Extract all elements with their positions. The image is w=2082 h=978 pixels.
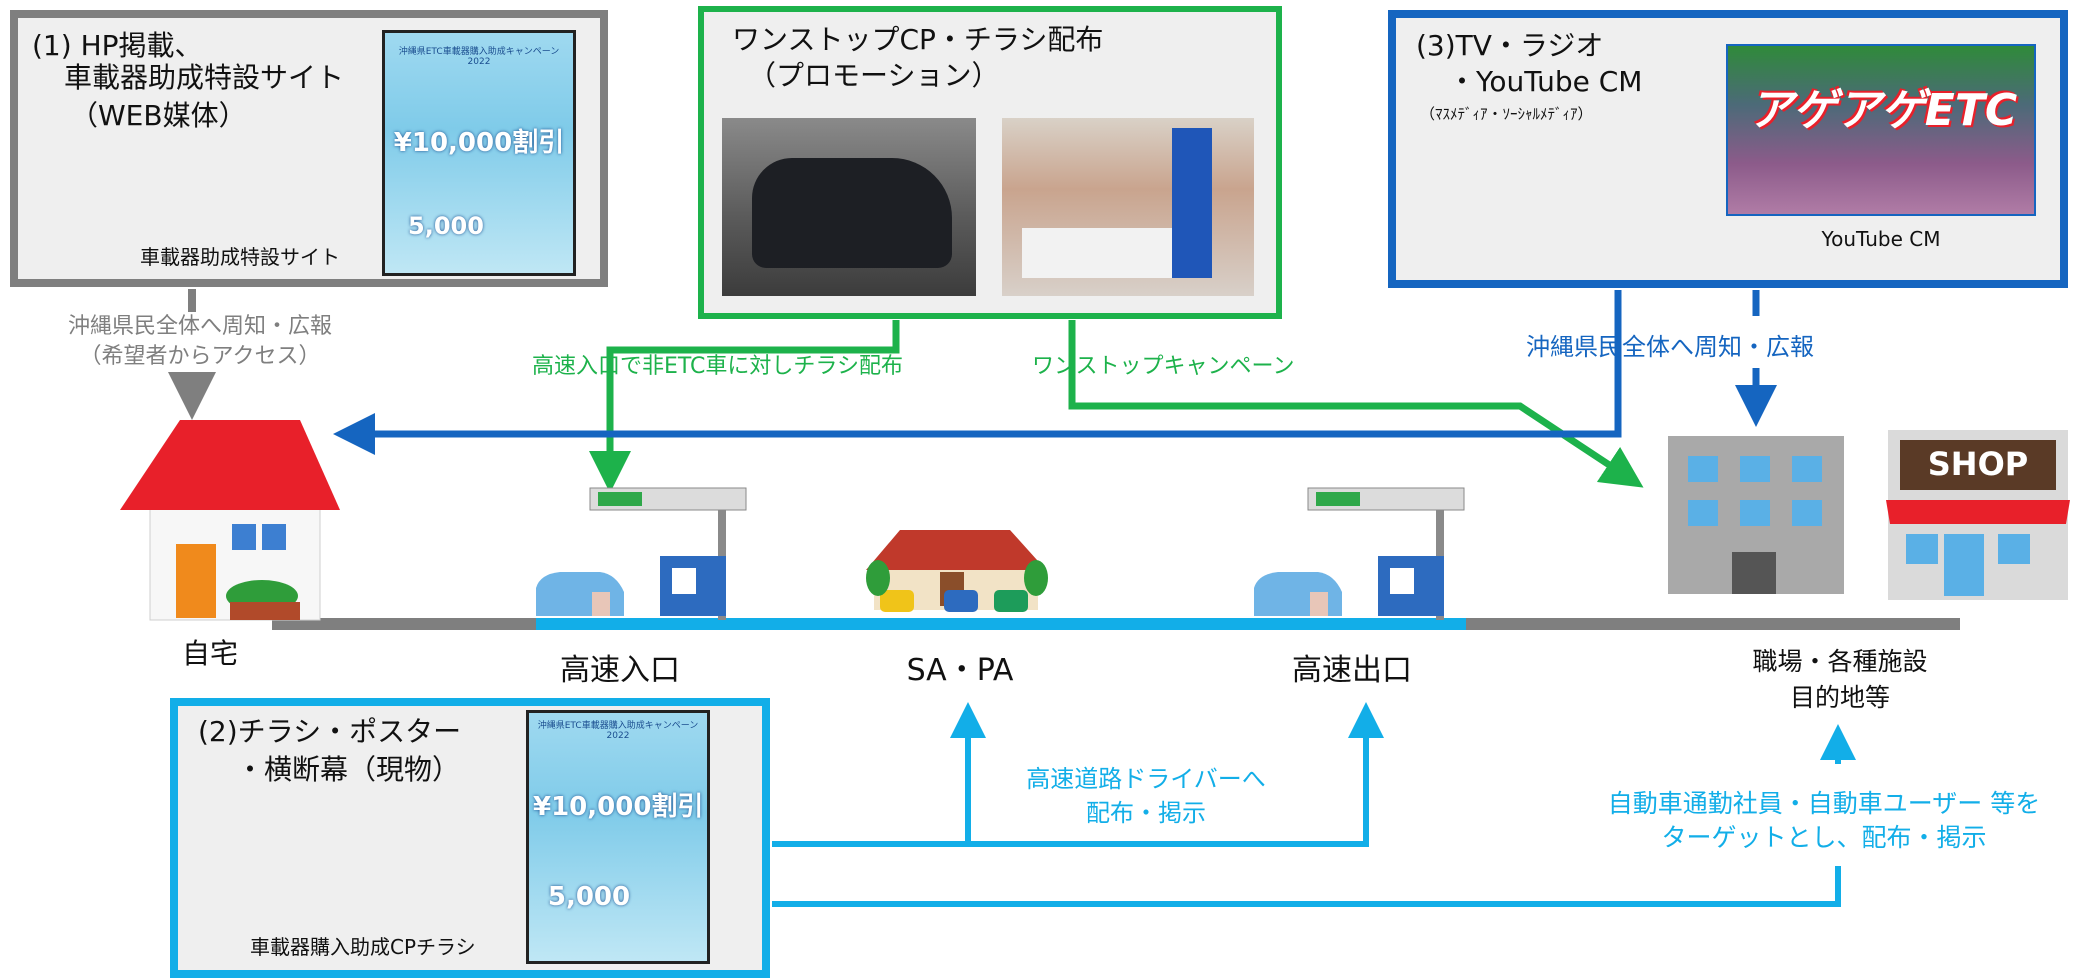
booth-banner: [1172, 128, 1212, 278]
cyan-flow-exit: [968, 702, 1384, 847]
hp-box-title-line2: 車載器助成特設サイト: [64, 61, 345, 94]
media-box-title-line2: ・YouTube CM: [1448, 65, 1643, 98]
home-illustration: [120, 420, 340, 621]
special-site-screenshot: 沖縄県ETC車載器購入助成キャンペーン2022 ¥10,000割引 5,000: [382, 30, 576, 276]
blue-flow-home: [333, 290, 1622, 455]
cyan-flow-work: [772, 866, 1841, 907]
blue-flow-label: 沖縄県民全体へ周知・広報: [1526, 333, 1814, 361]
exit-tollgate: [1254, 487, 1465, 620]
flyer-box-title-line1: (2)チラシ・ポスター: [198, 715, 462, 748]
workplace-label-2: 目的地等: [1789, 683, 1890, 712]
entrance-label: 高速入口: [560, 653, 680, 688]
sapa-label: SA・PA: [906, 653, 1014, 688]
expressway-segment: [536, 618, 1466, 630]
booth-table: [1022, 228, 1172, 278]
flyer-booth-photo: [1002, 118, 1254, 296]
office-building: [1668, 436, 1844, 594]
cyan-flow-sapa-label-2: 配布・掲示: [1086, 799, 1206, 827]
site-flyer-points: 5,000: [408, 212, 484, 240]
green-flow-right: [1068, 320, 1644, 488]
gray-flow-label-1: 沖縄県民全体へ周知・広報: [67, 314, 332, 339]
car-promotion-photo: [722, 118, 976, 296]
green-flow-left: [589, 320, 900, 493]
shop-illustration: [1886, 430, 2070, 600]
site-flyer-title: 沖縄県ETC車載器購入助成キャンペーン2022: [398, 47, 560, 68]
youtube-cm-thumbnail: アゲアゲETC: [1726, 44, 2036, 216]
flyer-box-caption: 車載器購入助成CPチラシ: [250, 935, 476, 959]
flyer-box-title-line2: ・横断幕（現物）: [236, 753, 461, 786]
entrance-tollgate: [536, 487, 747, 620]
hp-box-title-line3: （WEB媒体）: [70, 99, 247, 132]
site-flyer-discount: ¥10,000割引: [393, 128, 565, 158]
exit-label: 高速出口: [1292, 653, 1412, 688]
workplace-label-1: 職場・各種施設: [1752, 647, 1928, 676]
promo-box-title-line1: ワンストップCP・チラシ配布: [732, 23, 1104, 56]
media-box-subtitle: （ﾏｽﾒﾃﾞｨｱ・ｿｰｼｬﾙﾒﾃﾞｨｱ）: [1420, 105, 1593, 123]
cp-flyer-discount: ¥10,000割引: [533, 792, 704, 822]
car-shape: [752, 158, 952, 268]
cp-flyer-points: 5,000: [547, 882, 631, 912]
green-flow-left-label: 高速入口で非ETC車に対しチラシ配布: [532, 354, 903, 379]
youtube-cm-caption: YouTube CM: [1821, 227, 1941, 251]
cyan-flow-sapa: [772, 702, 986, 847]
sapa-illustration: [866, 530, 1048, 612]
green-flow-right-label: ワンストップキャンペーン: [1032, 354, 1295, 379]
shop-sign: SHOP: [1927, 445, 2029, 483]
cyan-flow-work-label-2: ターゲットとし、配布・掲示: [1661, 823, 1987, 852]
cyan-flow-sapa-label-1: 高速道路ドライバーへ: [1026, 765, 1266, 793]
thumbnail-title: アゲアゲETC: [1748, 85, 2018, 136]
cyan-flow-work-label-1: 自動車通勤社員・自動車ユーザー 等を: [1607, 789, 2041, 818]
gray-flow-label-2: （希望者からアクセス）: [79, 344, 321, 369]
hp-box-title-line1: (1) HP掲載、: [32, 29, 203, 62]
home-label: 自宅: [181, 637, 238, 670]
promo-box-title-line2: （プロモーション）: [748, 59, 1000, 92]
cp-flyer-title: 沖縄県ETC車載器購入助成キャンペーン2022: [537, 721, 699, 742]
hp-box-caption: 車載器助成特設サイト: [140, 245, 340, 269]
cp-flyer-image: 沖縄県ETC車載器購入助成キャンペーン2022 ¥10,000割引 5,000: [526, 710, 710, 964]
media-box-title-line1: (3)TV・ラジオ: [1416, 29, 1604, 62]
